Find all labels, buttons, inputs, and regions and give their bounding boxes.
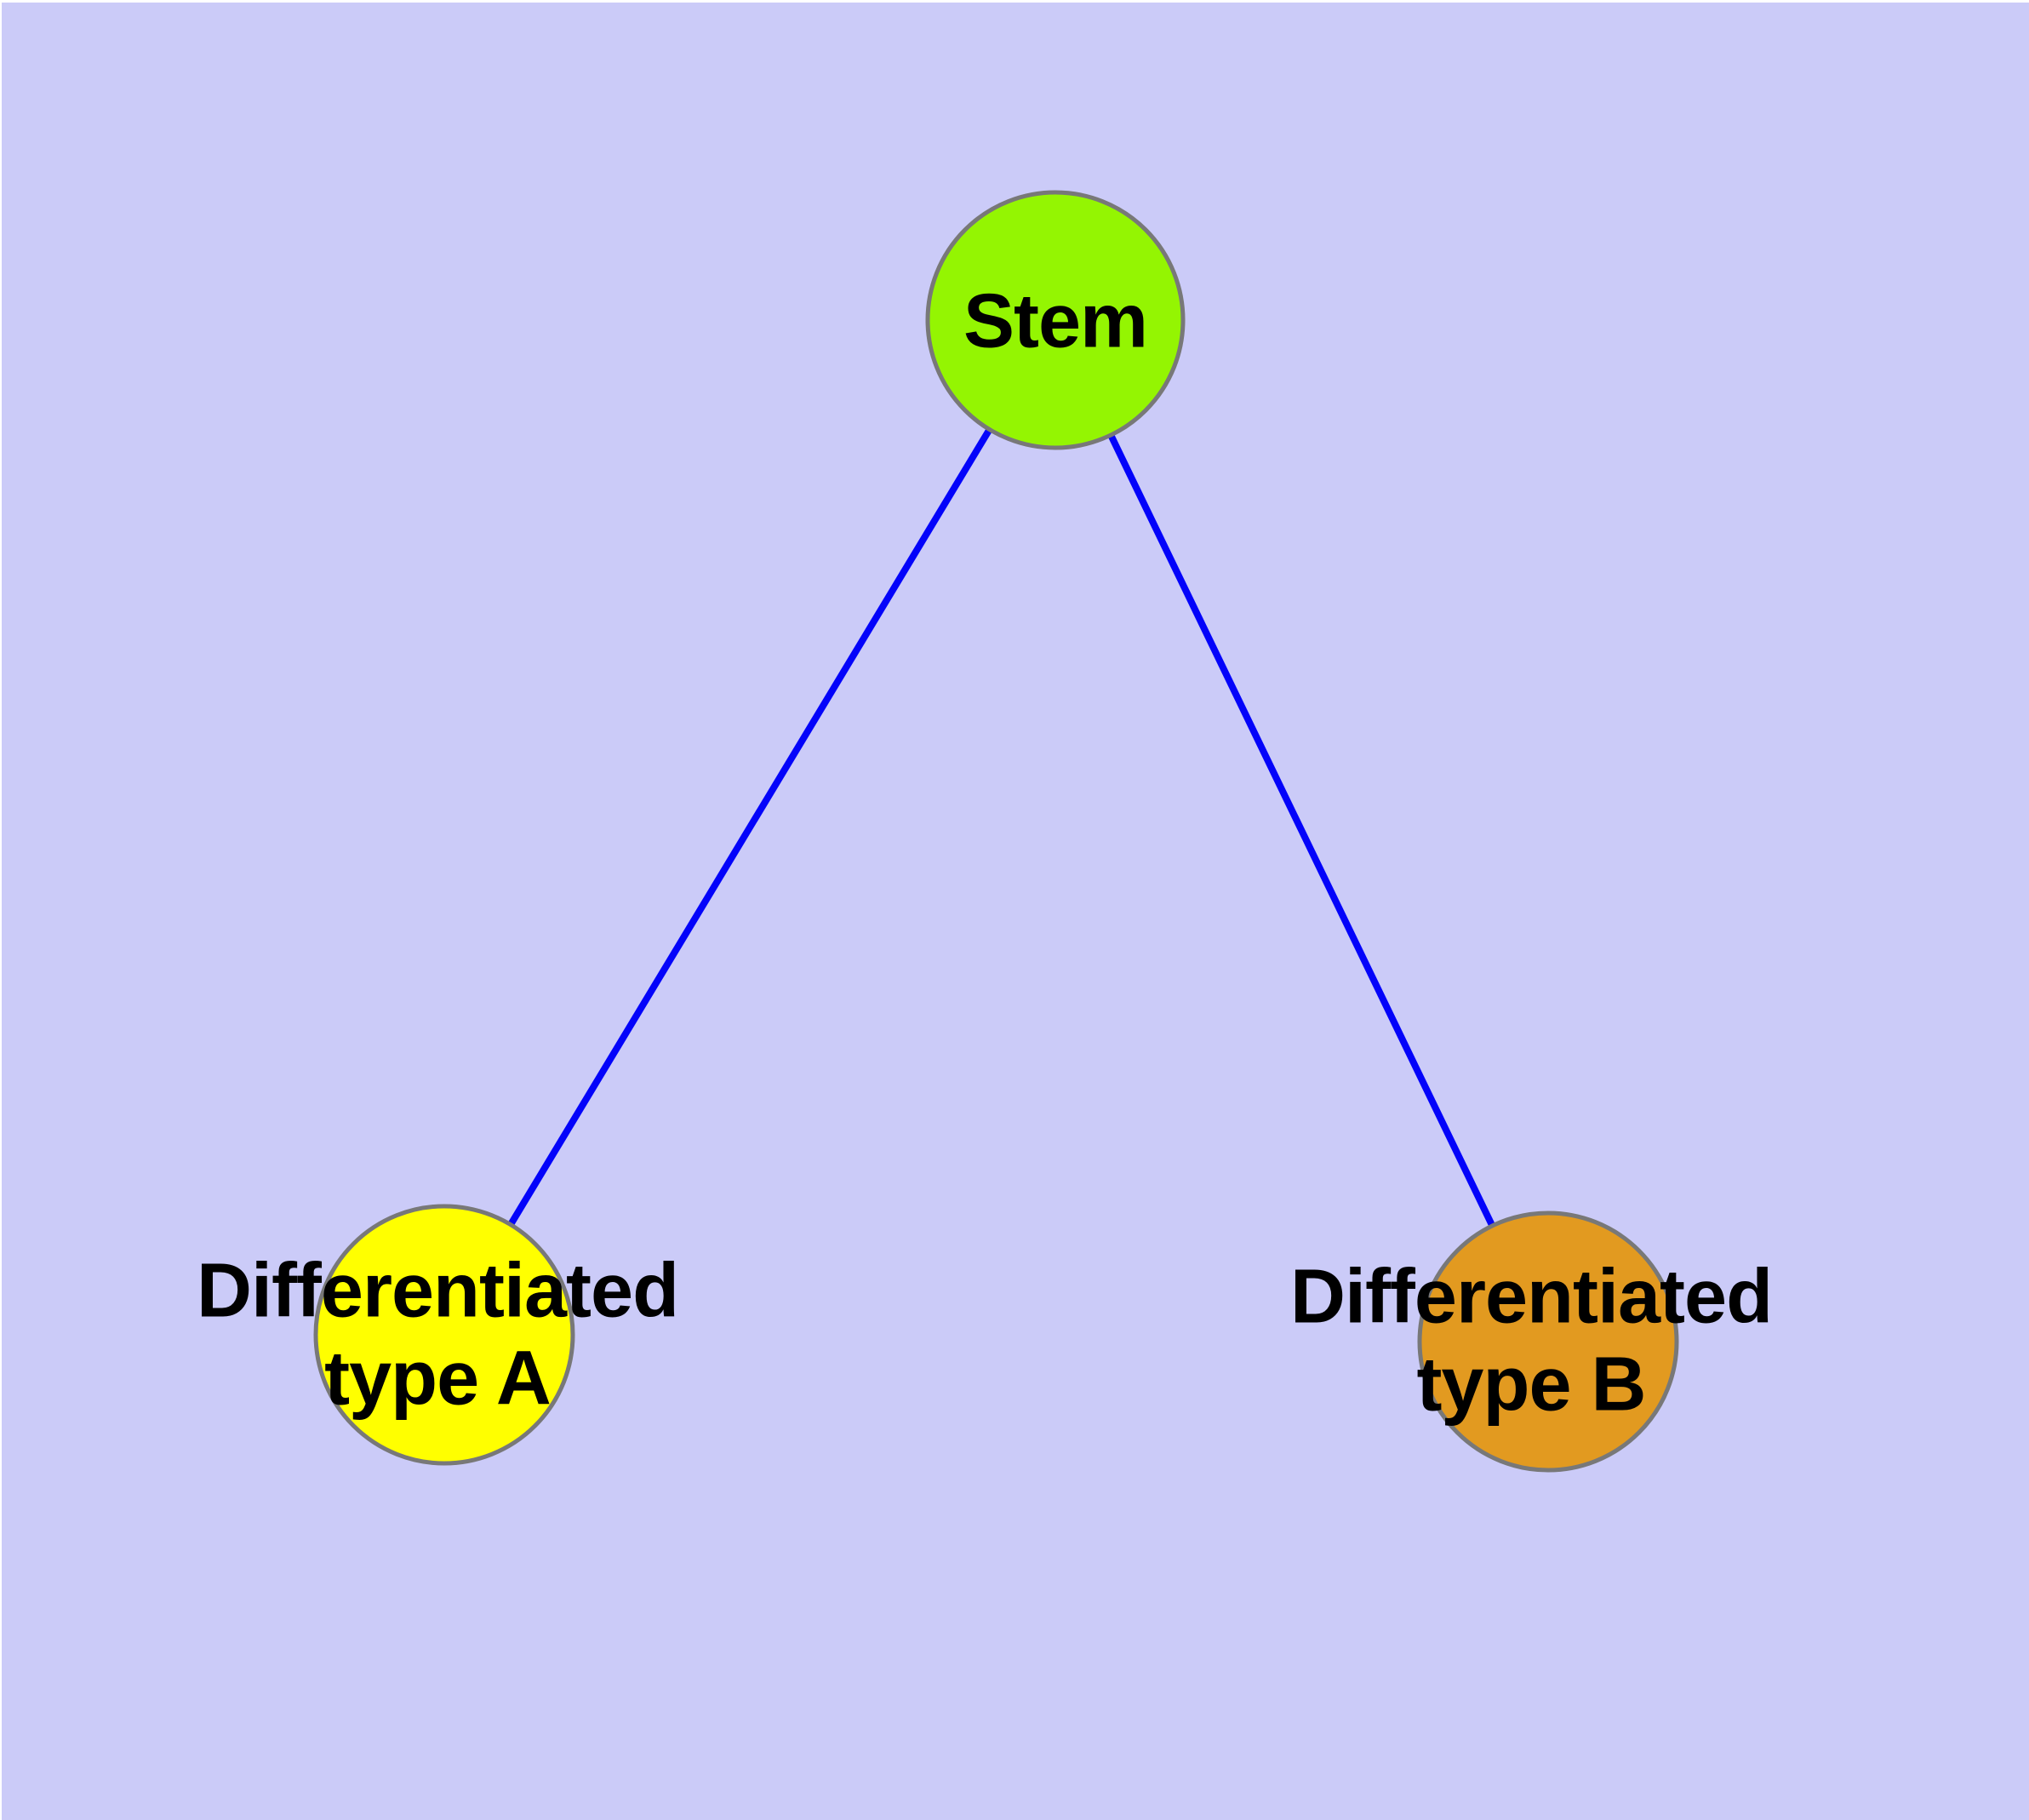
node-differentiated-type-b-label: Differentiated type B — [1289, 1254, 1773, 1427]
node-differentiated-type-a-label: Differentiated type A — [196, 1248, 679, 1421]
node-stem[interactable] — [925, 190, 1186, 450]
graph-layer — [313, 190, 1679, 1473]
edge-stem-to-type-b — [1052, 318, 1552, 1343]
node-differentiated-type-b[interactable] — [1417, 1210, 1679, 1473]
node-differentiated-type-a[interactable] — [313, 1204, 575, 1466]
edge-stem-to-type-a — [441, 318, 1059, 1337]
node-stem-label: Stem — [963, 278, 1148, 364]
